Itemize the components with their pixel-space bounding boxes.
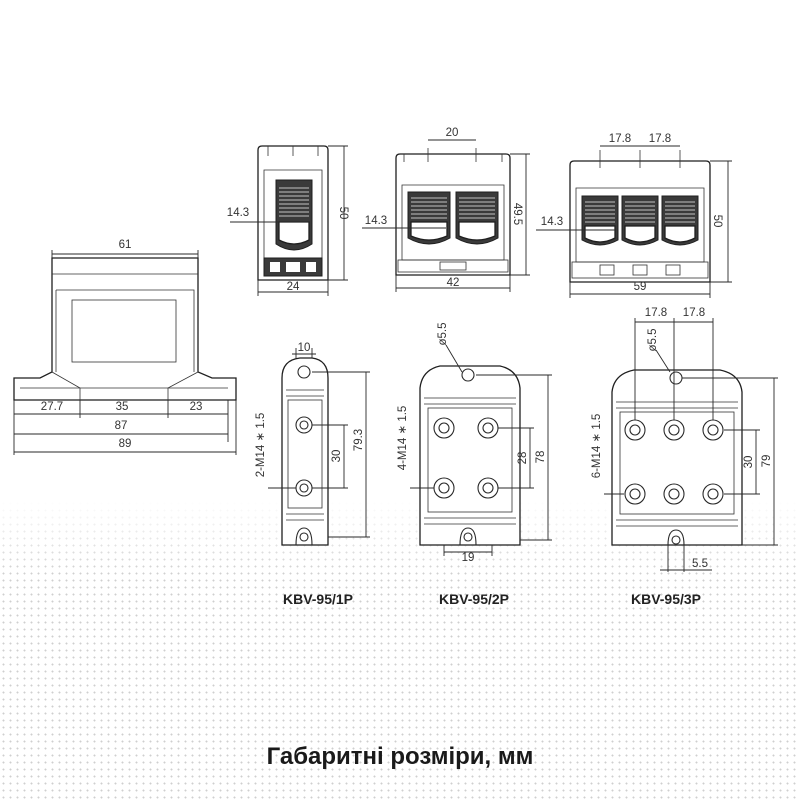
dim-50: 50 <box>337 207 349 220</box>
dim-87: 87 <box>115 420 128 432</box>
dim-79: 79 <box>761 455 773 468</box>
dim-5-5: 5.5 <box>692 558 708 570</box>
dim-28: 28 <box>517 452 529 465</box>
dim-35: 35 <box>116 401 129 413</box>
dim-79-3: 79.3 <box>353 429 365 451</box>
dim-17-8-a: 17.8 <box>645 307 667 319</box>
dim-14-3: 14.3 <box>227 207 249 219</box>
dim-30: 30 <box>743 456 755 469</box>
front-view-2p: 20 14.3 49.5 42 <box>362 127 530 292</box>
dim-19: 19 <box>462 552 475 564</box>
dim-23: 23 <box>190 401 203 413</box>
dim-14-3: 14.3 <box>365 215 387 227</box>
dim-61: 61 <box>119 239 132 251</box>
dim-20: 20 <box>446 127 459 139</box>
dim-screw: 6-M14 ∗ 1.5 <box>591 414 603 479</box>
dim-17-8-a: 17.8 <box>609 133 631 145</box>
model-label-1p: KBV-95/1P <box>283 591 353 607</box>
dim-14-3: 14.3 <box>541 216 563 228</box>
dim-screw: 2-M14 ∗ 1.5 <box>255 413 267 478</box>
dim-10: 10 <box>298 342 311 354</box>
dim-17-8-b: 17.8 <box>649 133 671 145</box>
front-view-1p: 14.3 50 24 <box>227 145 349 296</box>
dotted-background <box>0 500 800 800</box>
dim-59: 59 <box>634 281 647 293</box>
top-view-2p: ø5.5 4-M14 ∗ 1.5 28 78 19 KBV-95/2P <box>397 322 552 607</box>
dim-42: 42 <box>447 277 460 289</box>
dim-27-7: 27.7 <box>41 401 63 413</box>
dim-30: 30 <box>331 450 343 463</box>
dim-49-5: 49.5 <box>511 203 523 225</box>
side-view: 61 27.7 35 23 87 89 <box>13 239 237 455</box>
front-view-3p: 17.8 17.8 14.3 50 59 <box>536 133 732 298</box>
caption: Габаритні розміри, мм <box>267 743 534 770</box>
dim-50: 50 <box>711 215 723 228</box>
dim-78: 78 <box>535 451 547 464</box>
dim-screw: 4-M14 ∗ 1.5 <box>397 406 409 471</box>
dim-24: 24 <box>287 281 300 293</box>
dim-17-8-b: 17.8 <box>683 307 705 319</box>
dim-89: 89 <box>119 438 132 450</box>
top-view-1p: 10 2-M14 ∗ 1.5 30 79.3 KBV-95/1P <box>255 342 370 607</box>
model-label-3p: KBV-95/3P <box>631 591 701 607</box>
model-label-2p: KBV-95/2P <box>439 591 509 607</box>
top-view-3p: 17.8 17.8 ø5.5 6-M14 ∗ 1.5 30 79 5.5 KBV… <box>591 307 778 607</box>
dim-hole: ø5.5 <box>647 328 659 351</box>
dim-hole: ø5.5 <box>437 322 449 345</box>
